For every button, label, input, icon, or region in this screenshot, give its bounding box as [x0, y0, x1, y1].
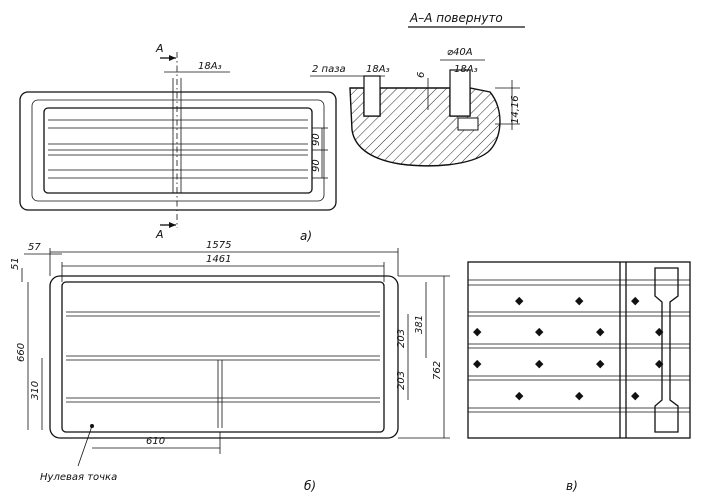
- bolt-hole-icon: ◆: [575, 389, 584, 402]
- view-c: ◆ ◆ ◆ ◆ ◆ ◆ ◆ ◆ ◆ ◆ ◆ ◆ ◆ ◆ в): [467, 261, 691, 493]
- caption-a: а): [300, 229, 312, 243]
- dim-660: 660: [16, 343, 27, 362]
- slot-width: 18A₃: [366, 64, 390, 75]
- view-b-table-top: [61, 281, 385, 433]
- view-a-table-top: [43, 107, 313, 194]
- section-mark-bottom: А: [155, 228, 164, 241]
- t-slot-left: [363, 75, 381, 117]
- dim-57: 57: [28, 242, 41, 253]
- t-slot-right-foot: [457, 117, 479, 131]
- caption-b: б): [304, 479, 316, 493]
- section-aa: А–А повернуто 6 2 паза 18A₃ ⌀40A 18A₃ 14…: [310, 11, 525, 167]
- bolt-hole-icon: ◆: [631, 294, 640, 307]
- dim-203-b: 203: [396, 371, 407, 390]
- section-arrowhead-top: [169, 55, 176, 61]
- bolt-hole-icon: ◆: [596, 325, 605, 338]
- dim-203-a: 203: [396, 329, 407, 348]
- bolt-hole-icon: ◆: [631, 389, 640, 402]
- hole-diameter: ⌀40A: [447, 47, 473, 58]
- bolt-hole-icon: ◆: [515, 389, 524, 402]
- dim-310: 310: [30, 381, 41, 400]
- section-title: А–А повернуто: [409, 11, 503, 25]
- dim-381: 381: [414, 315, 425, 334]
- view-b: 1575 1461 57 51 660 310 762 381 203 203 …: [10, 240, 450, 493]
- bolt-hole-icon: ◆: [473, 357, 482, 370]
- section-mark-top: А: [155, 42, 164, 55]
- bolt-hole-icon: ◆: [473, 325, 482, 338]
- bolt-hole-icon: ◆: [535, 325, 544, 338]
- view-a-rim: [31, 99, 325, 202]
- dim-90-upper: 90: [311, 133, 322, 146]
- bolt-hole-icon: ◆: [515, 294, 524, 307]
- dim-depth: 6: [416, 72, 427, 78]
- section-arrowhead-bottom: [169, 222, 176, 228]
- dim-1461: 1461: [206, 254, 231, 265]
- zero-point-label: Нулевая точка: [40, 472, 117, 483]
- bolt-hole-icon: ◆: [596, 357, 605, 370]
- caption-c: в): [566, 479, 578, 493]
- dim-height: 14,16: [510, 95, 521, 124]
- dim-610: 610: [146, 436, 165, 447]
- view-a-outer-frame: [19, 91, 337, 211]
- dim-51: 51: [10, 257, 21, 270]
- view-a: А А 18A₃ 90 90 а): [19, 42, 337, 243]
- bolt-hole-icon: ◆: [655, 325, 664, 338]
- bolt-hole-icon: ◆: [575, 294, 584, 307]
- view-c-clamp: [654, 267, 679, 433]
- bolt-hole-icon: ◆: [655, 357, 664, 370]
- view-c-frame: [467, 261, 691, 439]
- dim-1575: 1575: [206, 240, 231, 251]
- bolt-hole-icon: ◆: [535, 357, 544, 370]
- t-slot-right: [449, 69, 471, 117]
- zero-point-leader: [77, 425, 93, 467]
- bolt-holes: ◆ ◆ ◆ ◆ ◆ ◆ ◆ ◆ ◆ ◆ ◆ ◆ ◆ ◆: [473, 294, 664, 402]
- dim-762: 762: [432, 361, 443, 380]
- view-b-outer-frame: [49, 275, 399, 439]
- slot-width-2: 18A₃: [454, 64, 478, 75]
- dim-slot-label: 18A₃: [198, 61, 222, 72]
- slots-label: 2 паза: [312, 64, 346, 75]
- dim-90-lower: 90: [311, 159, 322, 172]
